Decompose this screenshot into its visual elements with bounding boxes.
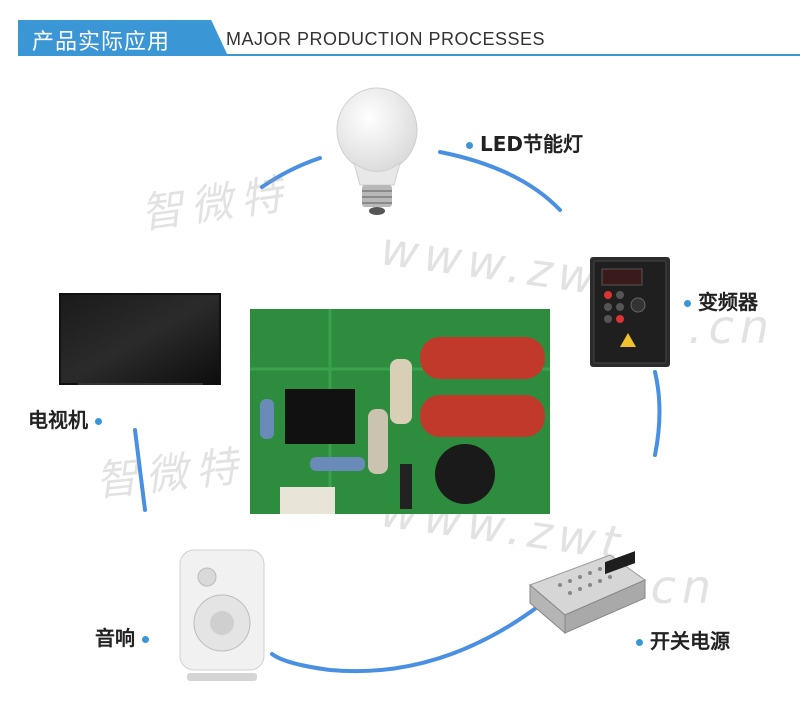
label-power-supply-text: 开关电源 <box>649 629 730 653</box>
label-power-supply: 开关电源 <box>636 625 730 654</box>
bullet-dot <box>141 636 149 643</box>
label-speaker-text: 音响 <box>95 626 135 650</box>
ring-arc-right <box>653 370 662 457</box>
bullet-dot <box>636 639 643 646</box>
header-title-en: MAJOR PRODUCTION PROCESSES <box>226 29 546 49</box>
label-tv: 电视机 <box>28 404 102 433</box>
header-tab: 产品实际应用 <box>18 20 228 56</box>
led-bulb-image <box>336 87 418 215</box>
pcb-image <box>250 309 550 514</box>
watermark-url-suffix: .cn <box>688 300 776 354</box>
label-tv-text: 电视机 <box>28 408 88 432</box>
inverter-image <box>590 257 670 367</box>
label-inverter: 变频器 <box>684 286 758 315</box>
speaker-image <box>179 549 265 681</box>
ring-arc-left <box>133 428 147 512</box>
section-header: 产品实际应用 MAJOR PRODUCTION PROCESSES <box>0 20 800 56</box>
label-inverter-text: 变频器 <box>697 290 758 314</box>
tv-image <box>59 293 221 385</box>
header-title-cn: 产品实际应用 <box>32 30 171 55</box>
header-underline <box>18 54 800 56</box>
ring-arc-bottom <box>270 603 542 674</box>
ring-arc-top-left <box>260 156 322 189</box>
label-speaker: 音响 <box>95 622 149 651</box>
bullet-dot <box>94 418 102 425</box>
bullet-dot <box>466 142 473 149</box>
label-led: LED节能灯 <box>466 128 583 157</box>
label-led-text: LED节能灯 <box>479 132 583 156</box>
bullet-dot <box>684 300 691 307</box>
power-supply-image <box>529 551 647 635</box>
ring-arc-top-right <box>438 150 562 212</box>
